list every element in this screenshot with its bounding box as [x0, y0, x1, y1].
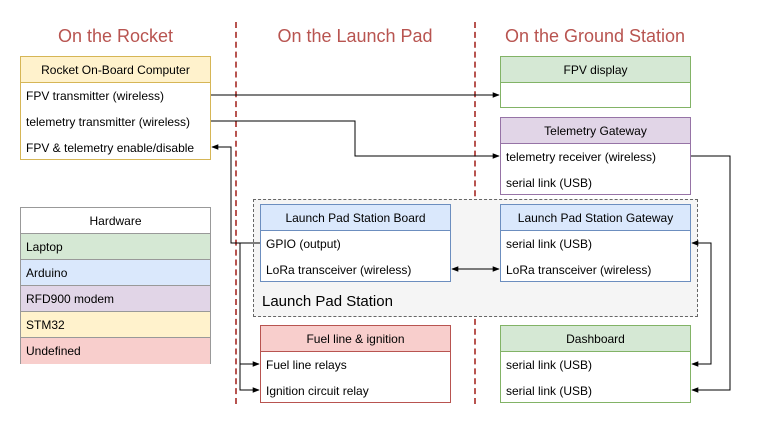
wire-telemetry-to-receiver	[211, 120, 500, 159]
gpio-output-port: GPIO (output)	[266, 237, 341, 251]
lora-transceiver-board-port: LoRa transceiver (wireless)	[266, 263, 412, 277]
wire-gpio-to-ignition-relay	[239, 364, 260, 393]
telemetry-gateway-serial-port: serial link (USB)	[506, 176, 593, 190]
column-heading-launch-pad: On the Launch Pad	[277, 26, 433, 46]
wire-gpio-to-enable	[211, 144, 260, 244]
fuel-line-relays-port: Fuel line relays	[266, 358, 347, 372]
launch-pad-board-title: Launch Pad Station Board	[261, 205, 450, 231]
dashboard: Dashboard serial link (USB) serial link …	[500, 325, 691, 403]
legend-item-arduino: Arduino	[21, 260, 210, 286]
dashboard-title: Dashboard	[501, 326, 690, 352]
fpv-display-title: FPV display	[501, 57, 690, 83]
column-divider-left	[235, 22, 237, 404]
legend-title: Hardware	[21, 208, 210, 234]
dashboard-serial-port-2: serial link (USB)	[506, 384, 593, 398]
wire-gpio-to-fuel-relays	[239, 242, 260, 367]
rocket-onboard-computer: Rocket On-Board Computer FPV transmitter…	[20, 56, 211, 160]
launch-pad-station-label: Launch Pad Station	[262, 293, 393, 310]
lora-transceiver-gateway-port: LoRa transceiver (wireless)	[506, 263, 652, 277]
fpv-telemetry-enable-port: FPV & telemetry enable/disable	[26, 141, 195, 155]
telemetry-receiver-port: telemetry receiver (wireless)	[506, 150, 657, 164]
hardware-legend: Hardware Laptop Arduino RFD900 modem STM…	[20, 207, 211, 364]
launch-pad-gateway-title: Launch Pad Station Gateway	[501, 205, 690, 231]
column-heading-ground-station: On the Ground Station	[504, 26, 686, 46]
fuel-line-ignition: Fuel line & ignition Fuel line relays Ig…	[260, 325, 451, 403]
telemetry-gateway-title: Telemetry Gateway	[501, 118, 690, 144]
dashboard-serial-port-1: serial link (USB)	[506, 358, 593, 372]
legend-item-undefined: Undefined	[21, 338, 210, 364]
legend-item-laptop: Laptop	[21, 234, 210, 260]
telemetry-gateway: Telemetry Gateway telemetry receiver (wi…	[500, 117, 691, 195]
ignition-circuit-relay-port: Ignition circuit relay	[266, 384, 369, 398]
telemetry-transmitter-port: telemetry transmitter (wireless)	[26, 115, 191, 129]
wire-gateway-serial-to-dashboard	[691, 240, 712, 367]
wire-telemetry-serial-to-dashboard	[691, 155, 731, 393]
fuel-ignition-title: Fuel line & ignition	[261, 326, 450, 352]
column-heading-rocket: On the Rocket	[57, 26, 174, 46]
launch-pad-gateway-serial-port: serial link (USB)	[506, 237, 593, 251]
legend-item-rfd900: RFD900 modem	[21, 286, 210, 312]
rocket-computer-title: Rocket On-Board Computer	[21, 57, 210, 83]
fpv-transmitter-port: FPV transmitter (wireless)	[26, 89, 165, 103]
fpv-display: FPV display	[500, 56, 691, 108]
legend-item-stm32: STM32	[21, 312, 210, 338]
launch-pad-station-board: Launch Pad Station Board GPIO (output) L…	[260, 204, 451, 282]
launch-pad-station-gateway: Launch Pad Station Gateway serial link (…	[500, 204, 691, 282]
